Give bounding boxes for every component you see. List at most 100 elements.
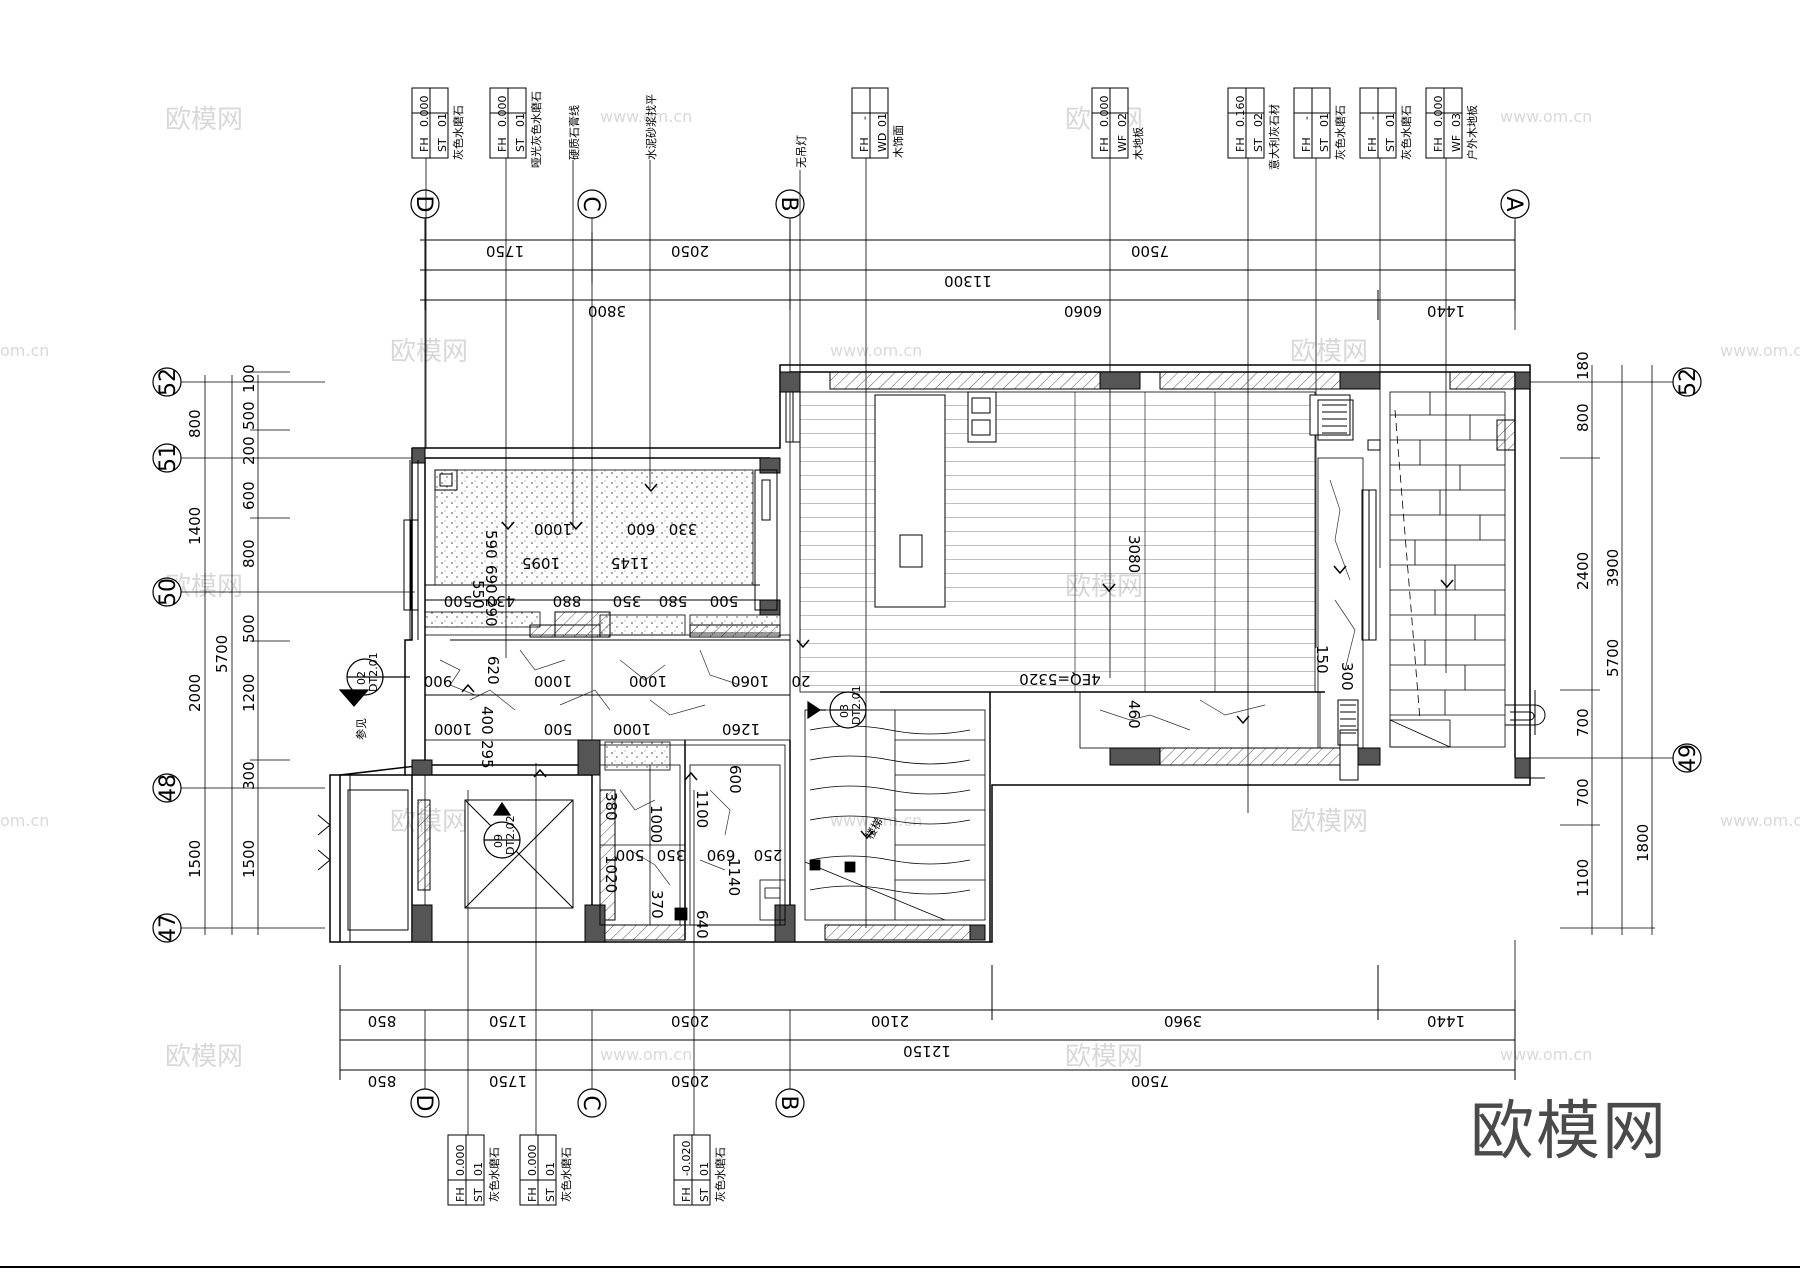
dim-label: 550	[469, 580, 487, 609]
grid-bubble-label: 49	[1676, 744, 1701, 772]
tag-code: ST	[514, 138, 527, 152]
tag-code: ST	[1252, 138, 1265, 152]
dim-label: 370	[648, 890, 666, 919]
dim-label: 2000	[186, 674, 204, 712]
dim-label: 1100	[1574, 859, 1592, 897]
dim-label: 400	[478, 706, 496, 735]
watermark-url: www.om.cn	[1720, 341, 1800, 360]
dim-label: 1500	[186, 840, 204, 878]
tag-fh-value: 0.160	[1234, 96, 1247, 128]
dim-label: 600	[240, 481, 258, 510]
watermark-brand: 欧模网	[165, 105, 243, 135]
dim-label: 460	[1125, 700, 1143, 729]
dim-label: 6060	[1064, 302, 1102, 320]
dim-label: 900	[424, 672, 453, 690]
top-grid-bubbles	[410, 189, 1530, 219]
tag-code: ST	[436, 138, 449, 152]
page-border	[0, 1266, 1800, 1268]
tag-note: 灰色水磨石	[559, 1147, 573, 1202]
dim-label: 430	[487, 592, 516, 610]
tag-fh: FH	[1234, 137, 1247, 152]
tag-note: 意大利灰石材	[1267, 104, 1281, 170]
tag-fh-value: 0.000	[454, 1145, 467, 1177]
tag-code: WF	[1116, 135, 1129, 152]
grid-bubble-label: 50	[156, 578, 181, 606]
dim-label: 800	[186, 409, 204, 438]
tag-fh-value: 0.000	[1432, 96, 1445, 128]
dim-label: 3900	[1604, 549, 1622, 587]
dim-label: 620	[484, 656, 502, 685]
dim-label: 3080	[1125, 535, 1143, 573]
dim-label: 580	[659, 592, 688, 610]
watermark-brand: 欧模网	[1290, 807, 1368, 837]
interior-dimensions: 590 1000 600 330 1095 1145 690 290 550 5…	[424, 520, 1356, 939]
dim-label: 800	[240, 539, 258, 568]
dim-label: 850	[368, 1072, 397, 1090]
grid-bubble-label: 52	[1676, 368, 1701, 396]
grid-bubble-label: A	[1501, 196, 1526, 211]
dim-label: 200	[240, 436, 258, 465]
dim-label: 2050	[671, 1012, 709, 1030]
tag-note: 水泥砂浆找平	[644, 94, 658, 160]
brand-logo: 欧模网	[1470, 1095, 1668, 1169]
detail-number: 02	[355, 671, 368, 685]
dim-label: 600	[627, 520, 656, 538]
tag-note: 无吊灯	[795, 135, 808, 168]
dim-label: 1000	[613, 720, 651, 738]
dim-label: 300	[240, 761, 258, 790]
dim-label: 180	[1574, 351, 1592, 380]
dim-label: 1140	[725, 858, 743, 896]
tag-number: 03	[1450, 113, 1463, 127]
dim-label: 500	[616, 846, 645, 864]
outdoor-deck	[1389, 391, 1506, 748]
detail-number: 09	[492, 834, 505, 848]
dim-label: 5700	[1604, 639, 1622, 677]
tag-number: 02	[1252, 113, 1265, 127]
grid-bubble-label: D	[411, 1095, 436, 1112]
tag-note: 灰色水磨石	[1399, 105, 1413, 160]
tag-note: 哑光灰色水磨石	[529, 91, 543, 168]
dim-label: 100	[240, 364, 258, 393]
detail-sheet: DT2.01	[367, 652, 380, 692]
dim-label: 1000	[647, 805, 665, 843]
tag-fh-value: 0.000	[496, 96, 509, 128]
dim-label: 300	[1338, 662, 1356, 691]
detail-number: 03	[838, 704, 851, 718]
tag-code: ST	[1318, 138, 1331, 152]
dim-label: 500	[710, 592, 739, 610]
dim-label: 1440	[1427, 1012, 1465, 1030]
tag-number: 01	[514, 113, 527, 127]
tag-number: 01	[472, 1162, 485, 1176]
dim-label: 11300	[944, 272, 992, 290]
grid-bubble-label: 48	[156, 774, 181, 802]
dim-label: 800	[1574, 403, 1592, 432]
tag-number: 01	[1318, 113, 1331, 127]
tag-code: WF	[1450, 135, 1463, 152]
tag-fh-value: 0.000	[1098, 96, 1111, 128]
tag-number: 01	[698, 1162, 711, 1176]
tag-note: 灰色水磨石	[713, 1147, 727, 1202]
tag-fh: FH	[418, 137, 431, 152]
stair	[804, 709, 986, 921]
watermark-url: www.om.cn	[1500, 1045, 1592, 1064]
storage-room	[409, 460, 790, 696]
detail-sheet: DT2.01	[850, 685, 863, 725]
dim-label: 350	[613, 592, 642, 610]
right-grid-bubbles	[1672, 367, 1702, 773]
tag-fh: FH	[496, 137, 509, 152]
watermark-url: www.om.cn	[1720, 811, 1800, 830]
tag-number: 01	[544, 1162, 557, 1176]
dim-label: 1400	[186, 507, 204, 545]
tag-fh-value: 0.000	[418, 96, 431, 128]
entry-elevator	[317, 774, 574, 943]
dim-label: 700	[1574, 708, 1592, 737]
watermark-url: www.om.cn	[600, 107, 692, 126]
grid-bubble-label: 52	[156, 368, 181, 396]
left-dimension-lines	[181, 371, 415, 935]
dim-label: 700	[1574, 778, 1592, 807]
dim-label: 3960	[1164, 1012, 1202, 1030]
dim-label: 640	[693, 910, 711, 939]
tag-number: 01	[876, 113, 889, 127]
tag-note: 木饰面	[891, 125, 905, 158]
bottom-dimension-labels: 850 1750 2050 2100 3960 1440 12150 850 1…	[368, 1012, 1465, 1090]
